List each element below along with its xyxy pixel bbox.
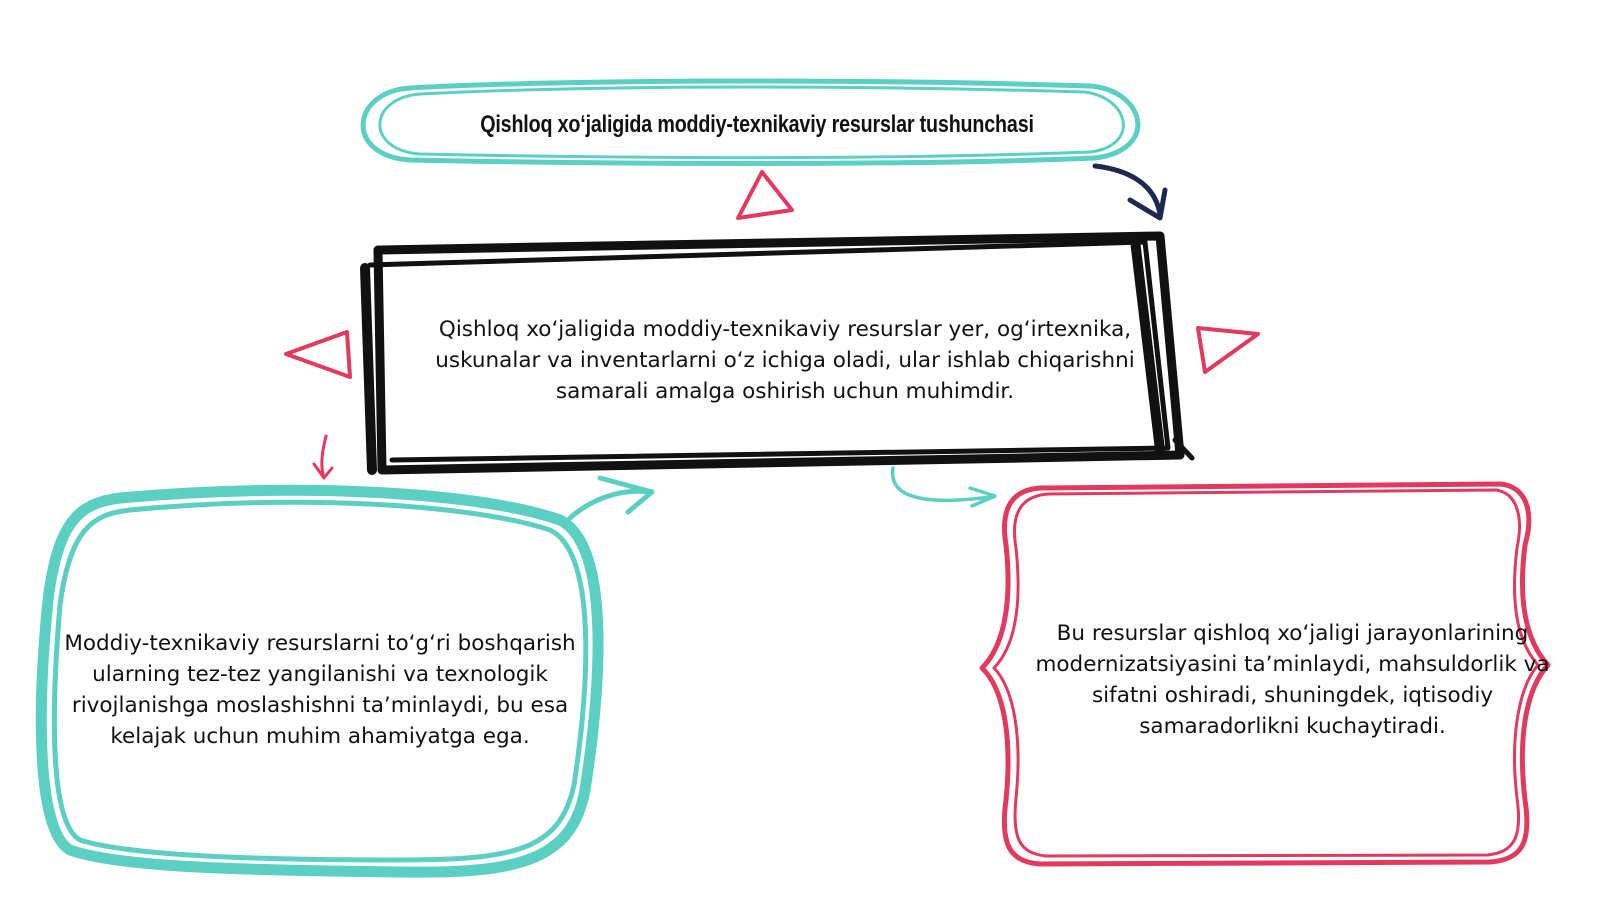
title-pill (360, 78, 1141, 166)
arrow-teal-right (890, 466, 997, 508)
arrow-navy (1092, 163, 1168, 221)
triangle-right (1196, 326, 1260, 374)
right-box (979, 481, 1551, 867)
left-box-text: Moddiy-texnikaviy resurslarni toʻgʻri bo… (64, 631, 576, 749)
center-box (360, 231, 1195, 475)
center-box-text: Qishloq xoʻjaligida moddiy-texnikaviy re… (435, 316, 1135, 404)
right-box-text: Bu resurslar qishloq xoʻjaligi jarayonla… (1035, 621, 1550, 739)
diagram-title: Qishloq xoʻjaligida moddiy-texnikaviy re… (480, 111, 1034, 138)
arrow-teal-left (567, 475, 655, 521)
triangle-left (284, 330, 352, 379)
arrow-red-small (312, 434, 334, 480)
triangle-top (736, 170, 794, 220)
left-box (35, 484, 604, 878)
